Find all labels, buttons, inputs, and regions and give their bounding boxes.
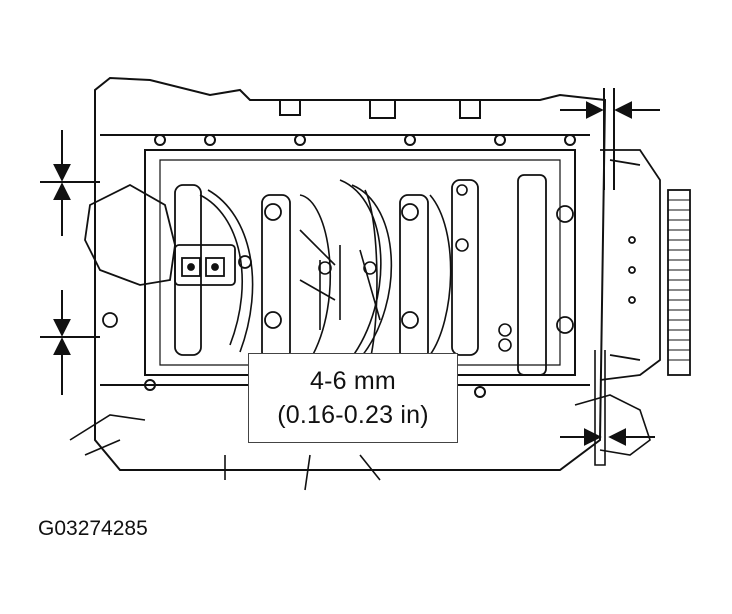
crankshaft-main-caps: [102, 174, 574, 376]
engine-block-outline: [94, 76, 607, 471]
figure-id: G03274285: [38, 517, 148, 540]
crank-throws: [199, 179, 512, 361]
flywheel-ring-gear: [599, 149, 691, 381]
sensor-connector: [84, 183, 252, 286]
measurement-callout: 4-6 mm (0.16-0.23 in): [248, 353, 458, 443]
left-clearance-dimension: [40, 130, 100, 395]
lower-details: [69, 350, 651, 491]
measurement-metric: 4-6 mm: [310, 367, 396, 395]
right-clearance-dimension: [560, 88, 660, 446]
measurement-imperial: (0.16-0.23 in): [277, 401, 429, 429]
